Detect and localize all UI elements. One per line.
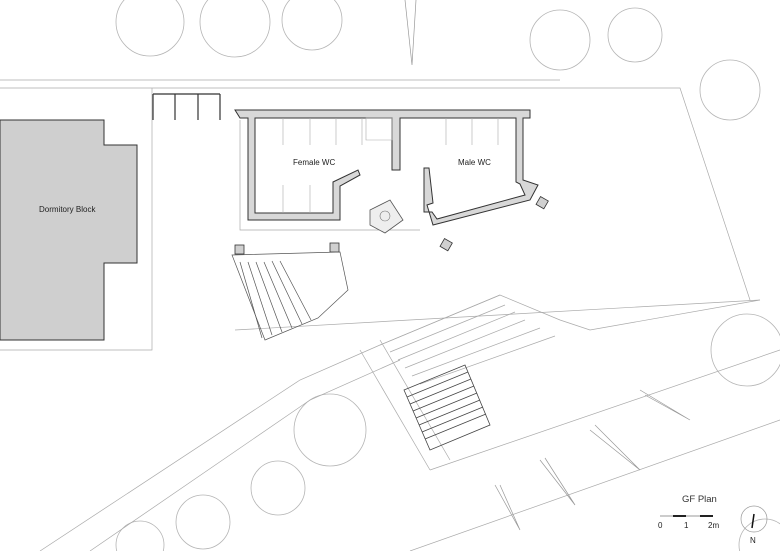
- male-wc-label: Male WC: [458, 158, 491, 167]
- tree: [115, 0, 185, 57]
- fountain: [369, 199, 404, 234]
- tree: [175, 494, 231, 550]
- cubicles: [282, 117, 499, 213]
- site-lines: [0, 79, 780, 551]
- plan-title: GF Plan: [682, 494, 717, 505]
- dormitory-block: [0, 119, 138, 341]
- dormitory-label: Dormitory Block: [39, 205, 96, 214]
- tree: [710, 313, 780, 387]
- tree: [699, 59, 761, 121]
- tree: [115, 520, 165, 551]
- tree: [293, 393, 367, 467]
- north-arrow-icon: [740, 505, 768, 533]
- tree: [199, 0, 271, 58]
- parking-triangles: [404, 0, 691, 531]
- tree: [281, 0, 343, 51]
- tree: [529, 9, 591, 71]
- wc-walls: [234, 109, 539, 226]
- fountain-basin: [379, 210, 391, 222]
- deck: [403, 364, 491, 451]
- female-wc-label: Female WC: [293, 158, 336, 167]
- stairs: [231, 251, 349, 341]
- tree: [250, 460, 306, 516]
- tree: [607, 7, 663, 63]
- scale-tick-0: 0: [658, 521, 663, 530]
- north-label: N: [750, 536, 756, 545]
- scale-tick-2: 2m: [708, 521, 720, 530]
- scale-tick-1: 1: [684, 521, 689, 530]
- bike-shelters: [152, 93, 221, 120]
- tree: [738, 518, 780, 551]
- trees: [115, 0, 780, 551]
